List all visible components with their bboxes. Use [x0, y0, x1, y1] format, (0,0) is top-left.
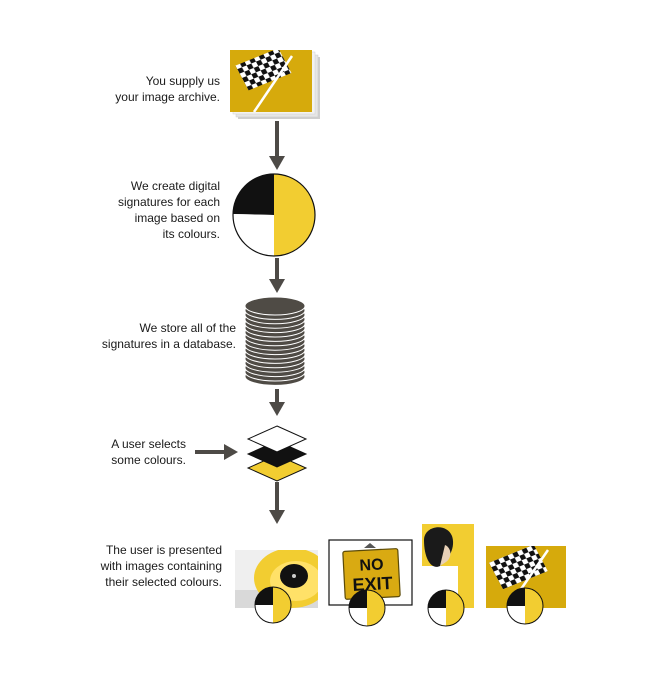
pie-slice — [255, 605, 273, 623]
result-pie-icon — [506, 587, 544, 625]
pie-slice — [507, 606, 525, 624]
step-label-signature: We create digital signatures for each im… — [117, 179, 220, 241]
arrow-right-icon — [195, 444, 238, 460]
result-vinyl-record-photo — [235, 550, 318, 608]
color-signature-pie-icon — [232, 173, 316, 257]
pie-outline — [506, 587, 544, 625]
no-exit-sign-line1: NO — [359, 556, 384, 574]
pie-slice — [446, 590, 464, 626]
pie-slice — [349, 590, 367, 608]
pie-outline — [427, 589, 465, 627]
step-label-store: We store all of the signatures in a data… — [101, 321, 236, 351]
pie-slice — [428, 608, 446, 626]
database-disk — [244, 296, 306, 316]
pie-slice — [525, 588, 543, 624]
result-pie-icon — [427, 589, 465, 627]
pie-outline — [348, 589, 386, 627]
result-pie-icon — [348, 589, 386, 627]
arrow-down-icon — [269, 482, 285, 524]
result-woman-profile-photo — [422, 524, 474, 608]
arrow-down-icon — [269, 389, 285, 416]
pie-slice — [428, 590, 446, 608]
no-exit-sign-line2: EXIT — [352, 573, 393, 595]
arrow-down-icon — [269, 258, 285, 293]
pie-slice — [349, 608, 367, 626]
result-pie-icon — [254, 586, 292, 624]
step-label-select: A user selects some colours. — [111, 437, 186, 467]
colour-layers-icon — [246, 425, 308, 482]
arrow-down-icon — [269, 121, 285, 170]
step-label-supply: You supply us your image archive. — [115, 74, 220, 104]
image-archive-icon — [230, 50, 320, 119]
database-icon — [244, 296, 306, 386]
pie-slice — [507, 588, 525, 606]
pie-outline — [254, 586, 292, 624]
step-label-results: The user is presented with images contai… — [100, 543, 222, 589]
pie-slice — [273, 587, 291, 623]
pie-slice — [255, 587, 273, 605]
pie-slice — [367, 590, 385, 626]
